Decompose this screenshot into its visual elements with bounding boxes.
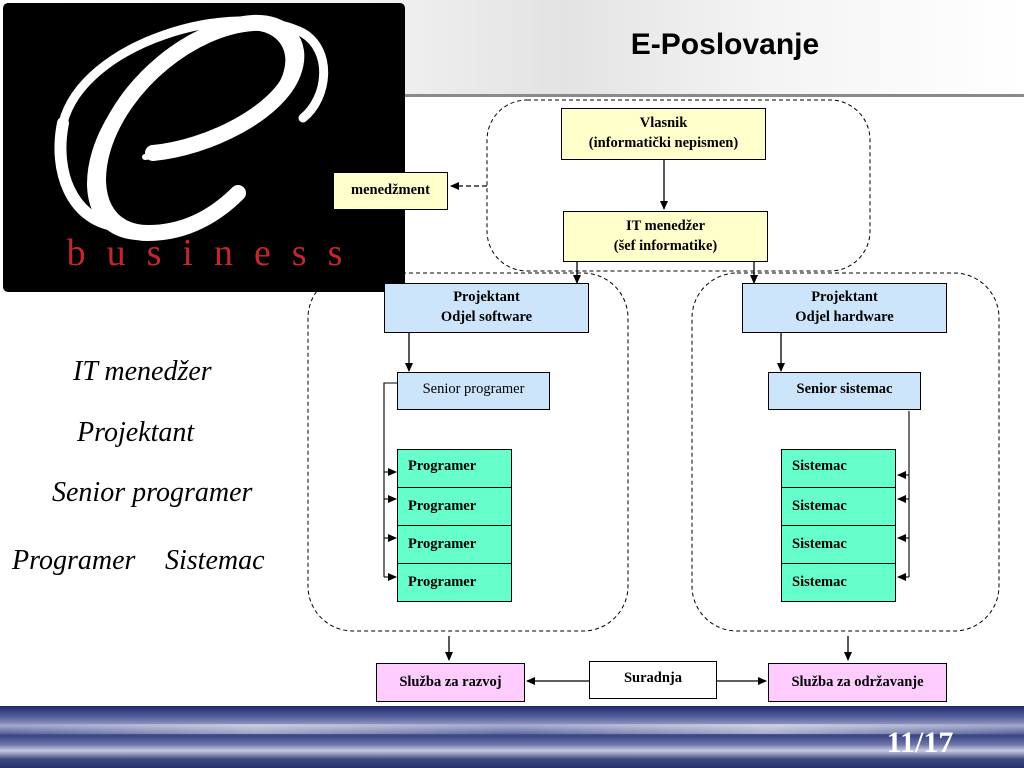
- label-it-manager: IT menedžer: [73, 356, 212, 387]
- software-lead-box: Projektant Odjel software: [384, 283, 589, 333]
- footer-bar: [0, 706, 1024, 768]
- it-manager-box: IT menedžer (šef informatike): [563, 211, 768, 262]
- logo-word: business: [66, 232, 364, 274]
- programer-label: Programer: [408, 458, 477, 474]
- dev-service-box: Služba za razvoj: [376, 663, 525, 702]
- senior-sistemac-box: Senior sistemac: [768, 372, 921, 410]
- cooperation-box: Suradnja: [589, 661, 717, 699]
- label-senior-programer: Senior programer: [52, 477, 253, 508]
- senior-programer-box: Senior programer: [397, 372, 550, 410]
- label-projektant: Projektant: [77, 417, 195, 448]
- sistemac-box-2: Sistemac: [781, 487, 896, 526]
- footer-highlight: [0, 724, 1024, 734]
- dev-service-label: Služba za razvoj: [399, 673, 502, 690]
- senior-sistemac-label: Senior sistemac: [796, 381, 893, 397]
- management-label: menedžment: [351, 182, 430, 199]
- header-divider: [400, 94, 1024, 97]
- hardware-group-outline: [691, 272, 1000, 632]
- slide-title: E-Poslovanje: [630, 28, 820, 61]
- software-lead-subtitle: Odjel software: [440, 309, 533, 325]
- programer-box-3: Programer: [397, 525, 512, 564]
- cooperation-label: Suradnja: [623, 670, 683, 686]
- software-lead-title: Projektant: [453, 289, 520, 306]
- sistemac-box-1: Sistemac: [781, 449, 896, 488]
- sistemac-label: Sistemac: [792, 573, 847, 590]
- it-manager-subtitle: (šef informatike): [613, 237, 718, 254]
- e-letter-graphic: [54, 14, 329, 242]
- hardware-lead-box: Projektant Odjel hardware: [742, 283, 947, 333]
- programer-box-2: Programer: [397, 487, 512, 526]
- programer-box-1: Programer: [397, 449, 512, 488]
- label-sistemac: Sistemac: [165, 545, 265, 576]
- senior-programer-label: Senior programer: [422, 381, 525, 397]
- owner-box: Vlasnik (informatički nepismen): [561, 108, 766, 160]
- maintenance-service-box: Služba za održavanje: [768, 663, 947, 702]
- hardware-lead-subtitle: Odjel hardware: [795, 309, 894, 325]
- e-business-logo: business: [3, 3, 405, 292]
- programer-label: Programer: [408, 535, 477, 552]
- sistemac-label: Sistemac: [792, 458, 847, 474]
- hardware-lead-title: Projektant: [811, 289, 878, 306]
- programer-label: Programer: [408, 573, 477, 590]
- management-box: menedžment: [333, 172, 448, 210]
- sistemac-label: Sistemac: [792, 535, 847, 552]
- page-number: 11/17: [886, 726, 954, 759]
- programer-label: Programer: [408, 497, 477, 514]
- sistemac-box-3: Sistemac: [781, 525, 896, 564]
- label-programer: Programer: [12, 545, 136, 576]
- programer-box-4: Programer: [397, 563, 512, 602]
- software-group-outline: [307, 272, 629, 632]
- it-manager-title: IT menedžer: [625, 217, 706, 234]
- sistemac-label: Sistemac: [792, 497, 847, 514]
- owner-title: Vlasnik: [639, 115, 688, 132]
- sistemac-box-4: Sistemac: [781, 563, 896, 602]
- owner-subtitle: (informatički nepismen): [588, 135, 739, 151]
- maintenance-service-label: Služba za održavanje: [791, 673, 924, 690]
